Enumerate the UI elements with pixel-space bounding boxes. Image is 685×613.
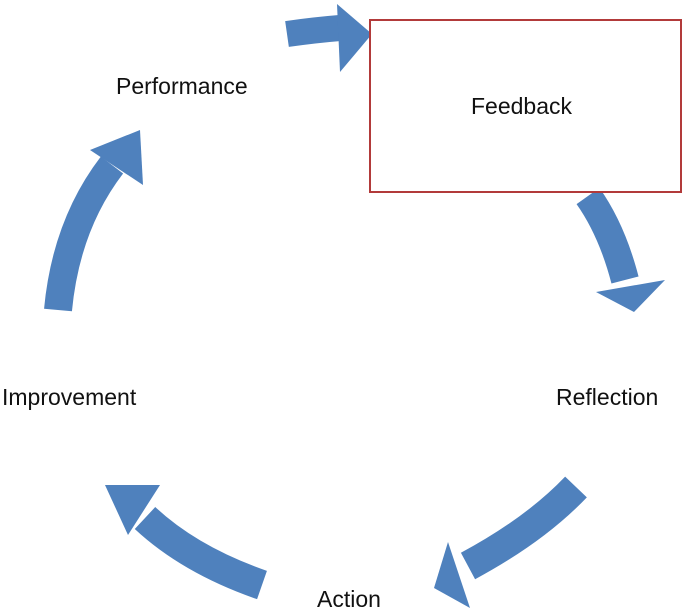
arrow-performance-to-feedback: [285, 4, 372, 72]
node-action: Action: [317, 586, 381, 612]
node-feedback: Feedback: [471, 93, 573, 119]
node-improvement: Improvement: [2, 384, 137, 410]
node-reflection: Reflection: [556, 384, 659, 410]
feedback-box: [369, 19, 682, 193]
node-performance: Performance: [116, 73, 248, 99]
arrow-action-to-improvement: [105, 485, 267, 600]
arrow-feedback-to-reflection: [576, 187, 665, 312]
arrow-reflection-to-action: [434, 476, 587, 608]
arrow-improvement-to-performance: [44, 130, 143, 312]
